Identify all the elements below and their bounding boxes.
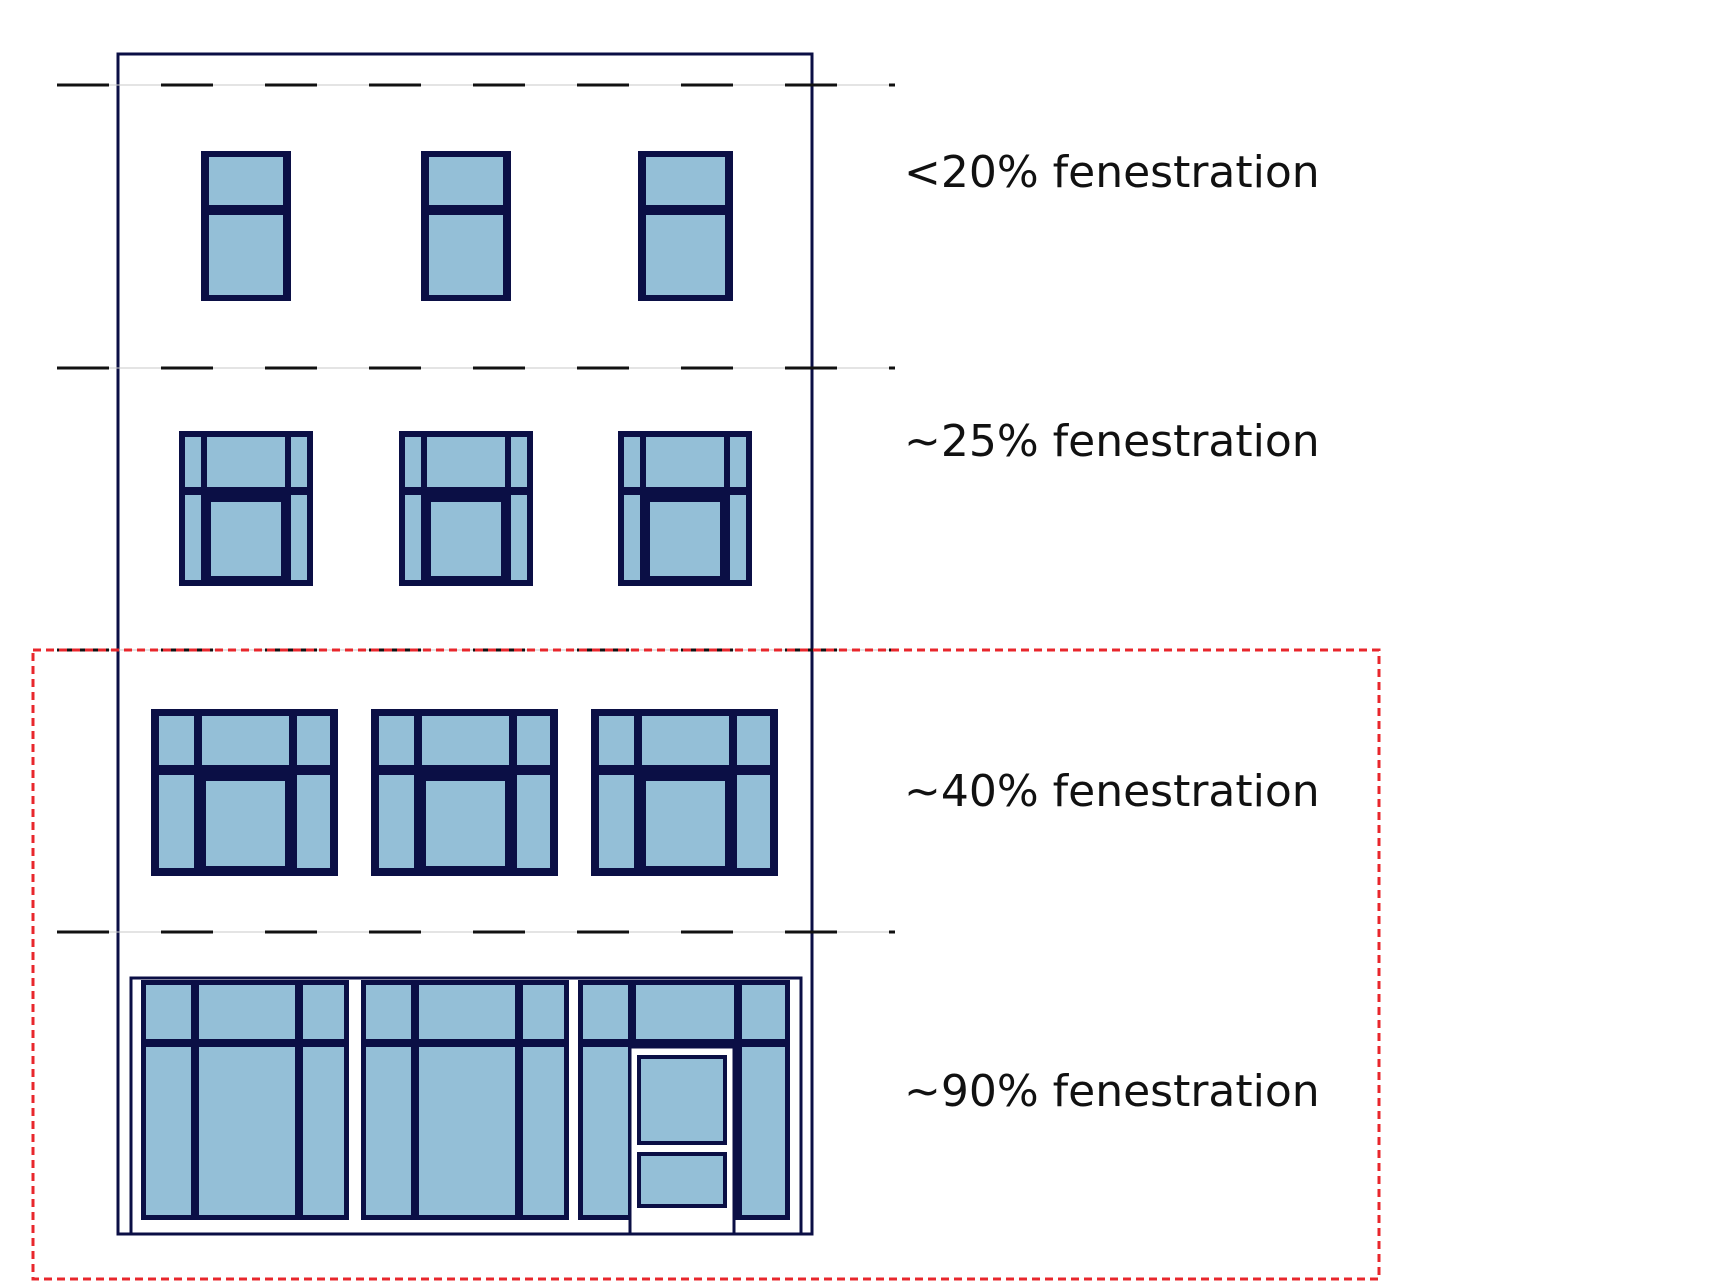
floor-2-label: ~40% fenestration bbox=[904, 766, 1320, 817]
floor-2-windows bbox=[151, 709, 778, 876]
window-wide bbox=[371, 709, 558, 876]
floor-3-windows bbox=[179, 431, 752, 586]
window-wide bbox=[591, 709, 778, 876]
floor-4-windows bbox=[201, 151, 733, 301]
storefront-window-with-door bbox=[578, 980, 790, 1220]
storefront-window bbox=[141, 980, 349, 1220]
ground-floor-storefront bbox=[129, 976, 803, 1236]
floor-3-label: ~25% fenestration bbox=[904, 416, 1320, 467]
storefront-window bbox=[361, 980, 569, 1220]
entry-door bbox=[628, 1045, 736, 1236]
floor-4-label: <20% fenestration bbox=[904, 147, 1320, 198]
window-medium bbox=[399, 431, 533, 586]
window-small bbox=[421, 151, 511, 301]
window-medium bbox=[618, 431, 752, 586]
window-small bbox=[638, 151, 733, 301]
ground-floor-label: ~90% fenestration bbox=[904, 1066, 1320, 1117]
window-wide bbox=[151, 709, 338, 876]
window-medium bbox=[179, 431, 313, 586]
window-small bbox=[201, 151, 291, 301]
